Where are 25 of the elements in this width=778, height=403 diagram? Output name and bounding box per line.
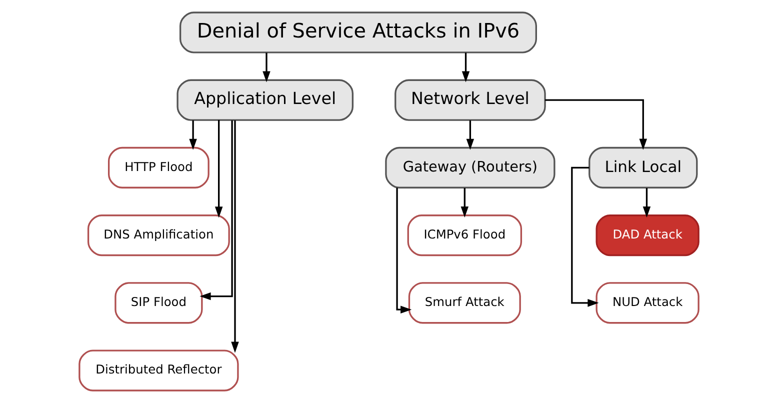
node-box: SIP Flood xyxy=(114,282,203,324)
arrow xyxy=(466,120,474,150)
node-box: NUD Attack xyxy=(596,282,700,324)
node-box: DAD Attack xyxy=(596,214,700,256)
arrow xyxy=(642,188,651,218)
node-box: HTTP Flood xyxy=(108,146,210,188)
arrow xyxy=(462,52,470,82)
arrow xyxy=(262,52,270,82)
arrow xyxy=(571,166,599,307)
arrow xyxy=(545,99,648,150)
node-box: Gateway (Routers) xyxy=(385,146,556,188)
arrow xyxy=(189,120,197,150)
node-box: DNS Amplification xyxy=(87,214,230,256)
arrow xyxy=(200,120,233,300)
node-box: Link Local xyxy=(588,146,698,188)
node-box: Application Level xyxy=(176,79,354,121)
arrow xyxy=(460,188,469,218)
node-box: Smurf Attack xyxy=(408,282,521,324)
arrow xyxy=(214,120,223,218)
node-box: Denial of Service Attacks in IPv6 xyxy=(179,12,537,54)
arrow xyxy=(396,188,412,314)
node-box: Distributed Reflector xyxy=(78,350,239,392)
arrow xyxy=(231,120,239,353)
node-box: Network Level xyxy=(394,79,546,121)
node-box: ICMPv6 Flood xyxy=(407,214,522,256)
